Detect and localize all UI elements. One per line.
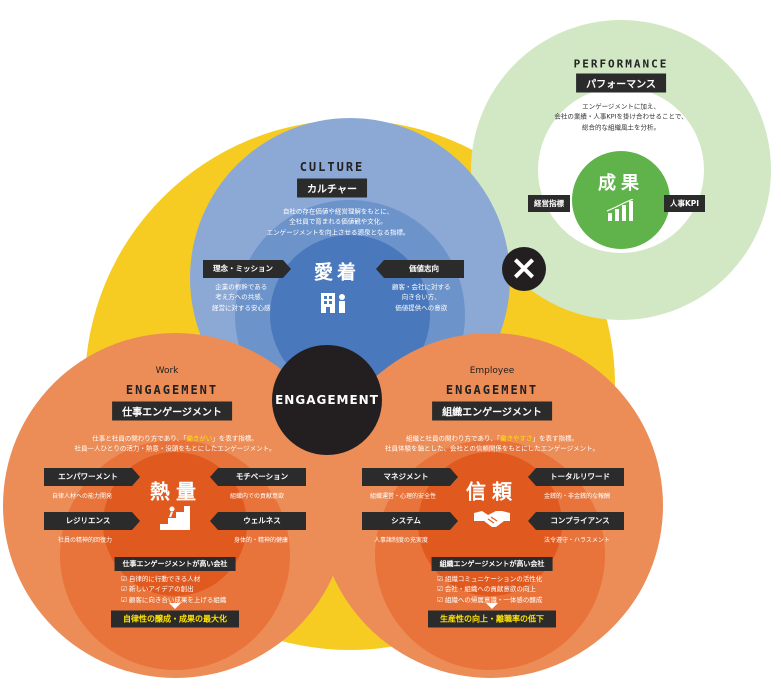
employee-item-system: システム (362, 512, 458, 530)
engagement-center-circle (272, 345, 382, 455)
employee-item-total-reward: トータルリワード (528, 468, 624, 486)
work-title-jp: 仕事エンゲージメント (112, 401, 232, 421)
work-down-arrow-icon (169, 603, 181, 609)
performance-core-circle (572, 151, 670, 249)
work-item-empowerment: エンパワーメント (44, 468, 140, 486)
culture-description: 自社の存在価値や経営理解をもとに、 全社員で育まれる価値観や文化。 エンゲージメ… (266, 207, 410, 237)
work-company-label: 仕事エンゲージメントが高い会社 (114, 557, 236, 571)
performance-left-tag: 経営指標 (528, 195, 570, 212)
culture-left-tag-wrap: 理念・ミッション (203, 260, 291, 278)
engagement-center-label: ENGAGEMENT (275, 393, 379, 407)
employee-item-compliance: コンプライアンス (528, 512, 624, 530)
work-item-motivation: モチベーション (210, 468, 306, 486)
culture-right-desc: 顧客・会社に対する 向き合い方、 価値提供への意欲 (392, 283, 451, 312)
work-item-resilience: レジリエンス (44, 512, 140, 530)
culture-left-tag: 理念・ミッション (203, 260, 291, 278)
employee-title-small: Employee (469, 366, 515, 376)
employee-item-management: マネジメント (362, 468, 458, 486)
performance-right-tag: 人事KPI (664, 195, 706, 212)
work-result: 自律性の醸成・成果の最大化 (111, 610, 239, 628)
work-title-small: Work (155, 366, 179, 376)
employee-company-label: 組織エンゲージメントが高い会社 (431, 557, 553, 571)
work-core-label: 熱量 (150, 479, 202, 504)
employee-description: 組織と社員の関わり方であり、「働きやすさ」を表す指標。 社員体験を軸とした、会社… (384, 434, 600, 453)
performance-core-label: 成果 (598, 173, 644, 194)
culture-core-label: 愛着 (313, 261, 361, 284)
stairs-runner-icon (160, 506, 190, 534)
work-item-wellness-sub: 身体的・精神的健康 (234, 537, 289, 544)
work-title-en: ENGAGEMENT (125, 383, 219, 397)
work-item-empowerment-sub: 自律人材への能力開発 (52, 493, 113, 500)
culture-right-tag: 価値志向 (376, 260, 464, 278)
work-check-list: ☑ 自律的に行動できる人材 ☑ 新しいアイデアの創出 ☑ 顧客に向き合い成果を上… (121, 575, 227, 604)
employee-check-list: ☑ 組織コミュニケーションの活性化 ☑ 会社・組織への貢献意欲の向上 ☑ 組織へ… (437, 575, 543, 604)
multiply-circle (502, 247, 546, 291)
culture-left-desc: 企業の根幹である 考え方への共感、 経営に対する安心感 (212, 283, 271, 312)
employee-title-en: ENGAGEMENT (445, 383, 539, 397)
work-description: 仕事と社員の関わり方であり、「働きがい」を表す指標。 社員一人ひとりの活力・熱意… (74, 434, 276, 453)
growth-chart-icon (606, 198, 636, 225)
employee-result: 生産性の向上・離職率の低下 (428, 610, 556, 628)
culture-right-tag-wrap: 価値志向 (376, 260, 464, 278)
work-item-motivation-sub: 組織内での貢献意欲 (230, 493, 285, 500)
performance-title-jp: パフォーマンス (576, 73, 666, 93)
employee-item-system-sub: 人事諸制度の充実度 (374, 537, 429, 544)
employee-core-label: 信頼 (466, 479, 518, 504)
employee-title-jp: 組織エンゲージメント (432, 401, 552, 421)
employee-item-total-reward-sub: 金銭的・非金銭的な報酬 (544, 493, 611, 500)
building-person-icon (320, 291, 348, 317)
employee-down-arrow-icon (486, 603, 498, 609)
work-item-wellness: ウェルネス (210, 512, 306, 530)
employee-item-management-sub: 組織運営・心理的安全性 (370, 493, 437, 500)
multiply-icon: × (509, 248, 539, 288)
work-item-resilience-sub: 社員の精神的回復力 (58, 537, 113, 544)
culture-title-en: CULTURE (299, 160, 365, 174)
culture-title-jp: カルチャー (297, 178, 367, 198)
performance-description: エンゲージメントに加え、 会社の業績・人事KPIを掛け合わせることで、 総合的な… (554, 102, 688, 132)
handshake-icon (474, 507, 510, 533)
performance-title-en: PERFORMANCE (573, 57, 669, 71)
employee-item-compliance-sub: 法令遵守・ハラスメント (544, 537, 610, 544)
